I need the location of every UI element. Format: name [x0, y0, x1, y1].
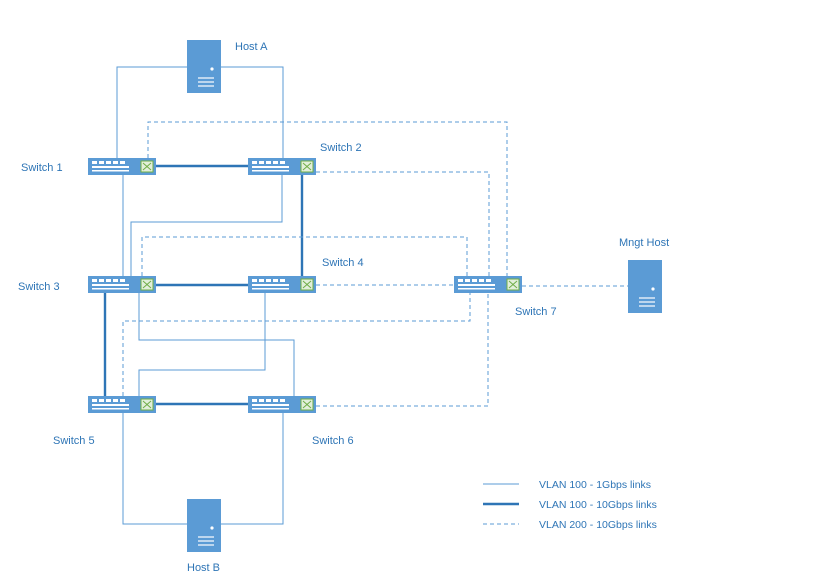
- link-switch3-switch7: [141, 236, 468, 276]
- link-switch5-hostb: [122, 413, 187, 525]
- switch-6-label: Switch 6: [312, 435, 354, 447]
- link-switch1-switch7: [147, 121, 508, 276]
- switch-1-icon[interactable]: [87, 157, 157, 176]
- switch-1-label: Switch 1: [21, 162, 63, 174]
- legend-label-vlan200: VLAN 200 - 10Gbps links: [539, 519, 657, 531]
- vlan100-10g-links: [103, 164, 304, 406]
- link-switch5-switch7: [122, 293, 471, 396]
- link-switch3-switch6: [138, 293, 295, 396]
- host-b-label: Host B: [187, 562, 220, 574]
- switch-4-label: Switch 4: [322, 257, 364, 269]
- switch-3-icon[interactable]: [87, 275, 157, 294]
- switch-7-label: Switch 7: [515, 306, 557, 318]
- mngt-host-label: Mngt Host: [619, 237, 669, 249]
- switch-5-icon[interactable]: [87, 395, 157, 414]
- mngt-host-server-icon[interactable]: [627, 259, 663, 314]
- link-hosta-switch1: [116, 66, 187, 158]
- switch-2-icon[interactable]: [247, 157, 317, 176]
- host-b-server-icon[interactable]: [186, 498, 222, 553]
- link-switch2-switch3: [130, 175, 283, 276]
- host-a-server-icon[interactable]: [186, 39, 222, 94]
- host-a-label: Host A: [235, 41, 268, 53]
- switch-6-icon[interactable]: [247, 395, 317, 414]
- switch-5-label: Switch 5: [53, 435, 95, 447]
- vlan100-1g-links: [116, 66, 295, 525]
- switch-7-icon[interactable]: [453, 275, 523, 294]
- link-switch6-switch7: [316, 293, 489, 407]
- link-hosta-switch2: [221, 66, 284, 158]
- switch-2-label: Switch 2: [320, 142, 362, 154]
- legend-label-10g: VLAN 100 - 10Gbps links: [539, 499, 657, 511]
- legend: VLAN 100 - 1Gbps links VLAN 100 - 10Gbps…: [483, 479, 657, 531]
- link-switch2-switch7: [316, 171, 490, 276]
- vlan200-10g-links: [122, 121, 628, 407]
- switch-3-label: Switch 3: [18, 281, 60, 293]
- legend-label-1g: VLAN 100 - 1Gbps links: [539, 479, 651, 491]
- switch-4-icon[interactable]: [247, 275, 317, 294]
- link-switch4-switch5: [138, 293, 266, 396]
- link-switch6-hostb: [221, 413, 284, 525]
